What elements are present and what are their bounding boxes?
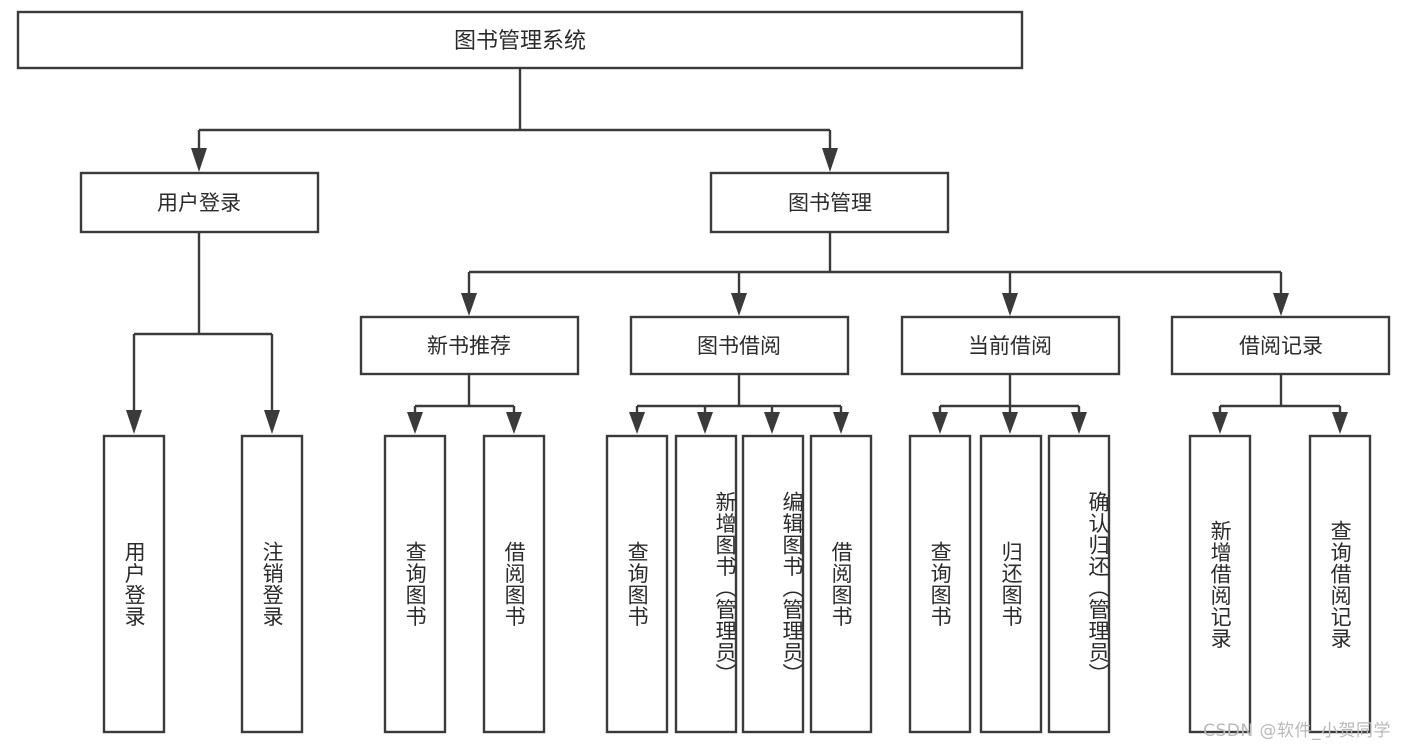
- connector-user-login-to-leaves: [126, 232, 280, 434]
- node-book-management: 图书管理: [709, 171, 950, 234]
- node-root-label: 图书管理系统: [454, 29, 586, 54]
- arrow-head-br-add-record: [1212, 412, 1228, 434]
- arrow-head-book-mgmt: [822, 148, 838, 172]
- leaf-box-bb-add-book: [674, 434, 738, 734]
- leaf-box-nbr-query-book: [383, 434, 447, 734]
- arrow-head-leaf-logout: [264, 410, 280, 434]
- leaf-box-nbr-borrow-book: [482, 434, 546, 734]
- node-user-login: 用户登录: [79, 171, 320, 234]
- leaf-box-br-query-record: [1308, 434, 1372, 734]
- node-new-book-recommend: 新书推荐: [359, 315, 580, 376]
- node-book-management-box: [709, 171, 950, 234]
- node-root: 图书管理系统: [16, 10, 1024, 70]
- arrow-head-user-login: [191, 148, 207, 172]
- connector-current-borrow-to-leaves: [932, 374, 1087, 434]
- node-borrow-record: 借阅记录: [1170, 315, 1391, 376]
- arrow-head-br-query-record: [1332, 412, 1348, 434]
- node-root-box: [16, 10, 1024, 70]
- connector-book-borrow-to-leaves: [629, 374, 849, 434]
- node-book-borrow: 图书借阅: [629, 315, 850, 376]
- node-borrow-record-label: 借阅记录: [1239, 334, 1323, 358]
- arrow-head-borrow-record: [1273, 293, 1289, 316]
- leaf-box-cb-return-book: [979, 434, 1043, 734]
- node-book-borrow-box: [629, 315, 850, 376]
- node-current-borrow-box: [900, 315, 1121, 376]
- connector-new-book-rec-to-leaves: [407, 374, 522, 434]
- leaf-box-cb-query-book: [908, 434, 972, 734]
- leaf-box-bb-edit-book: [741, 434, 805, 734]
- leaf-box-user-login: [102, 434, 166, 734]
- connector-book-mgmt-to-level3: [461, 232, 1289, 316]
- arrow-head-leaf-user-login: [126, 410, 142, 434]
- arrow-head-bb-edit-book: [764, 412, 780, 434]
- node-current-borrow-label: 当前借阅: [968, 334, 1052, 358]
- arrow-head-cb-query-book: [932, 412, 948, 434]
- node-user-login-label: 用户登录: [157, 191, 241, 215]
- arrow-head-new-book-rec: [461, 293, 477, 316]
- node-new-book-recommend-box: [359, 315, 580, 376]
- node-borrow-record-box: [1170, 315, 1391, 376]
- arrow-head-bb-add-book: [697, 412, 713, 434]
- arrow-head-cb-return-book: [1002, 412, 1018, 434]
- leaf-box-bb-query-book: [605, 434, 669, 734]
- csdn-watermark: CSDN @软件_小贺同学: [1203, 721, 1391, 741]
- node-current-borrow: 当前借阅: [900, 315, 1121, 376]
- arrow-head-bb-borrow-book: [833, 412, 849, 434]
- node-book-borrow-label: 图书借阅: [697, 334, 781, 358]
- arrow-head-book-borrow: [731, 293, 747, 316]
- arrow-head-current-borrow: [1002, 293, 1018, 316]
- leaf-box-br-add-record: [1188, 434, 1252, 734]
- connector-borrow-record-to-leaves: [1212, 374, 1348, 434]
- leaf-boxes: [102, 434, 1372, 734]
- leaf-box-bb-borrow-book: [809, 434, 873, 734]
- node-new-book-recommend-label: 新书推荐: [427, 334, 511, 358]
- arrow-head-nbr-query-book: [407, 412, 423, 434]
- node-book-management-label: 图书管理: [788, 191, 872, 215]
- leaf-box-logout-login: [240, 434, 304, 734]
- arrow-head-bb-query-book: [629, 412, 645, 434]
- arrow-head-cb-confirm-return: [1071, 412, 1087, 434]
- connector-root-to-level2: [191, 68, 838, 172]
- arrow-head-nbr-borrow-book: [506, 412, 522, 434]
- leaf-box-cb-confirm-return: [1047, 434, 1111, 734]
